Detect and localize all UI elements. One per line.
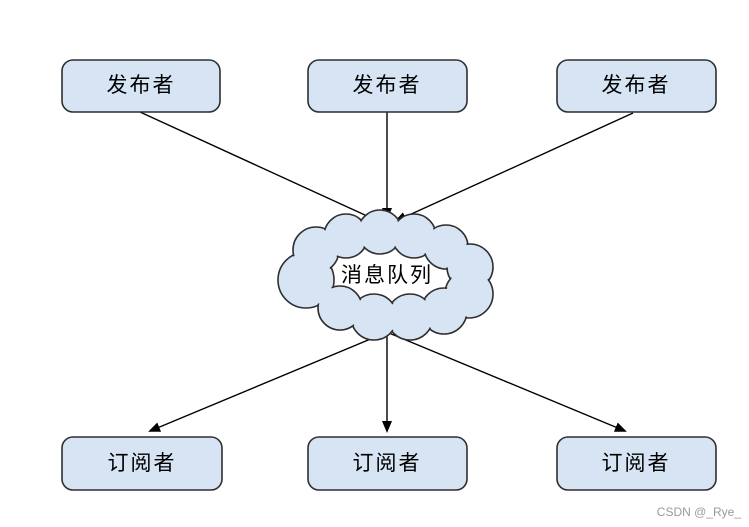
csdn-watermark: CSDN @_Rye_ [656,505,741,519]
publisher-label-2: 发布者 [353,73,422,97]
subscriber-arrows [148,332,627,433]
arrow-publisher1-to-queue [139,111,380,222]
subscriber-box-2: 订阅者 [307,436,468,491]
message-queue-cloud: 消息队列 [277,209,494,341]
publisher-label-3: 发布者 [602,73,671,97]
arrow-queue-to-subscriber1 [148,332,386,432]
publisher-nodes: 发布者 发布者 发布者 [61,59,717,113]
message-queue-label: 消息队列 [341,263,433,287]
subscriber-nodes: 订阅者 订阅者 订阅者 [61,436,717,491]
subscriber-label-1: 订阅者 [108,451,177,475]
arrow-queue-to-subscriber3 [388,332,627,432]
subscriber-box-3: 订阅者 [556,436,717,491]
publisher-box-3: 发布者 [556,59,717,113]
subscriber-label-2: 订阅者 [353,451,422,475]
arrow-publisher3-to-queue [394,112,634,222]
publisher-label-1: 发布者 [107,73,176,97]
publisher-box-1: 发布者 [61,59,221,113]
publisher-box-2: 发布者 [307,59,468,113]
subscriber-box-1: 订阅者 [61,436,223,491]
publisher-arrows [139,111,634,222]
subscriber-label-3: 订阅者 [602,451,671,475]
